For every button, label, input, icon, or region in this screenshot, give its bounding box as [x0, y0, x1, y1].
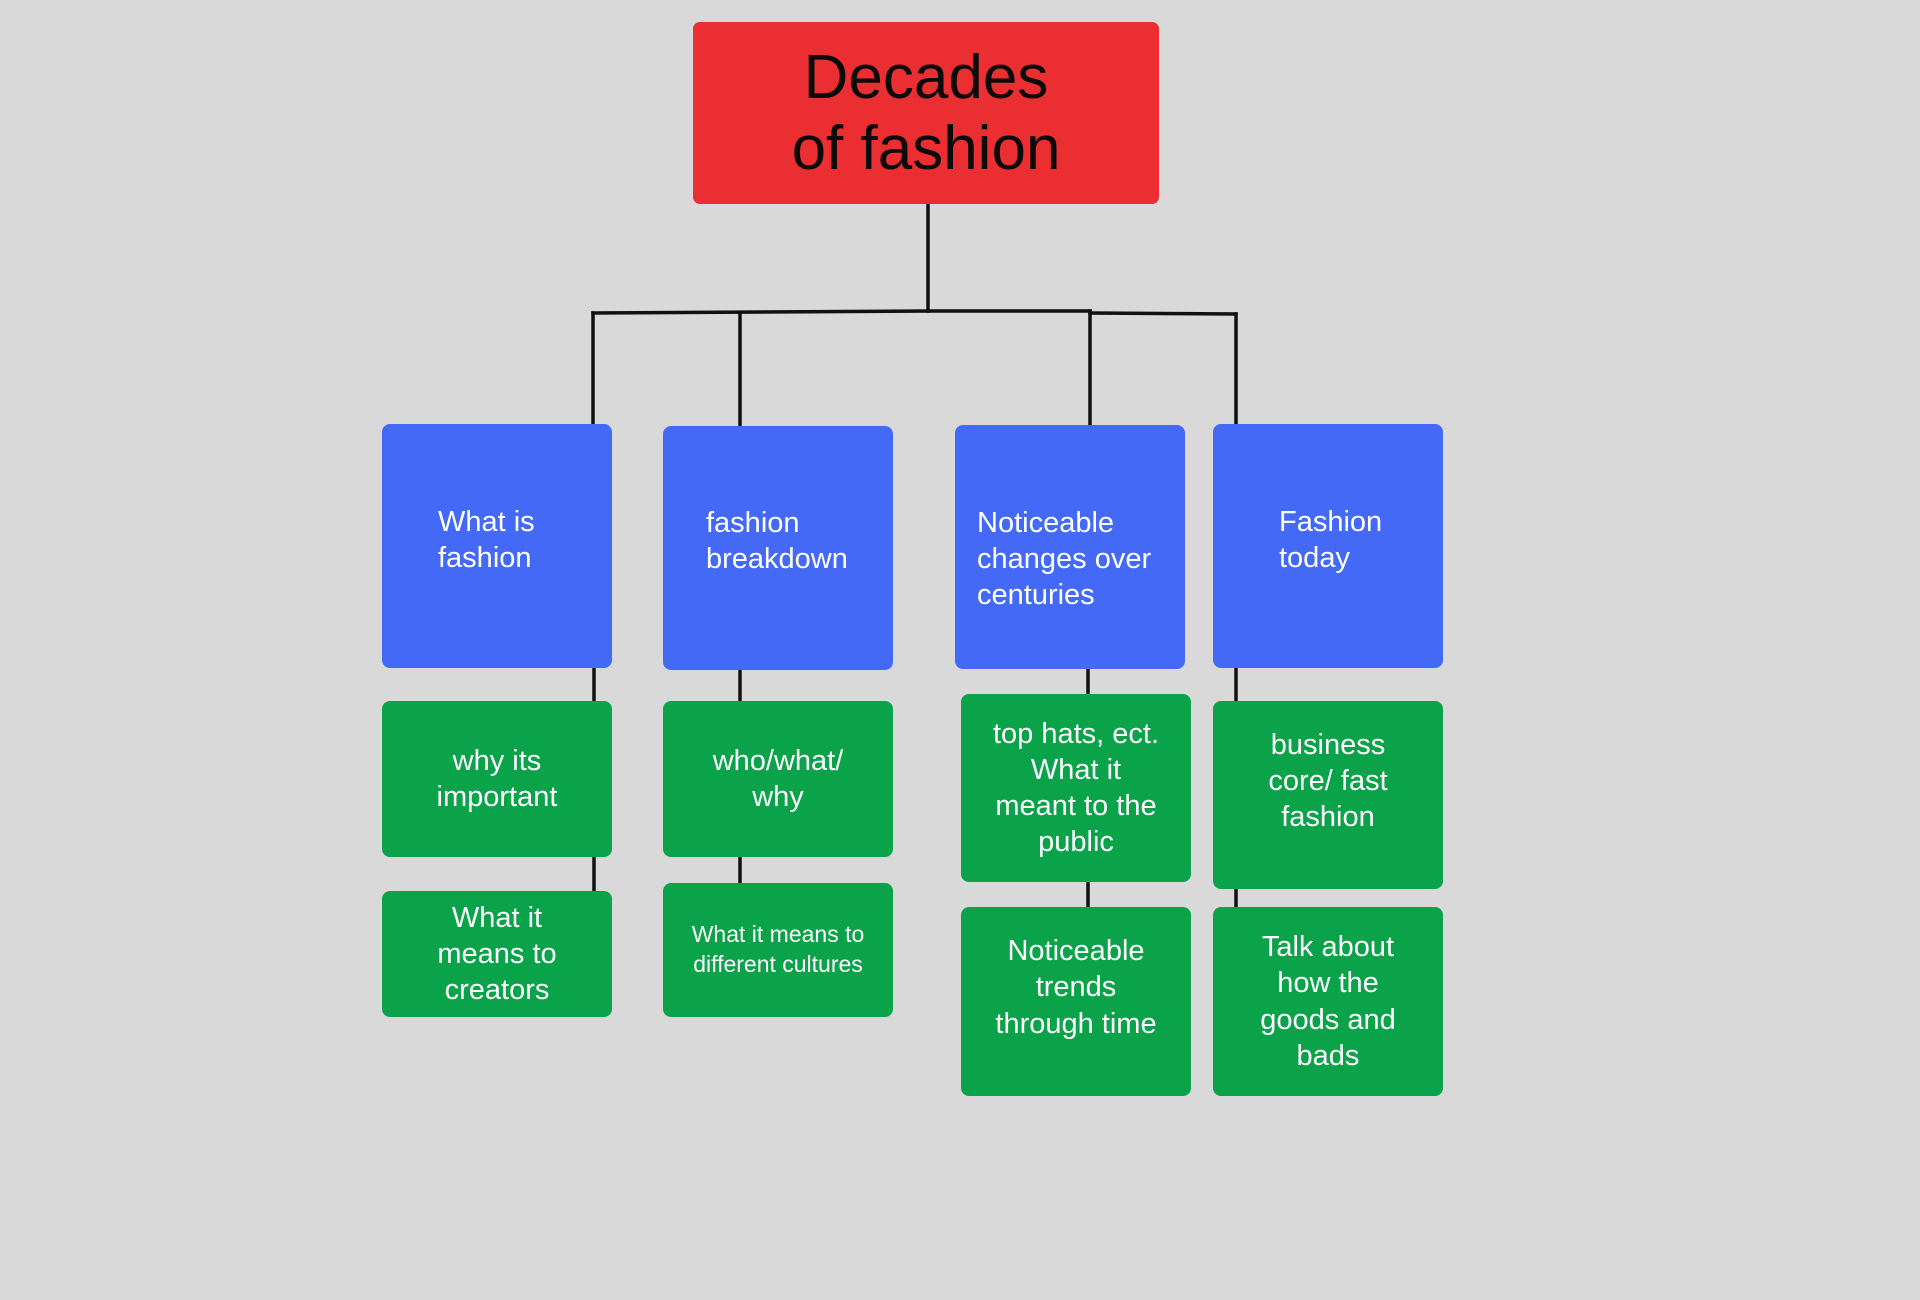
sub-node-why-its-important: why its important — [382, 701, 612, 857]
sub-line: goods and — [1260, 1003, 1396, 1036]
sub-line: how the — [1277, 967, 1379, 1000]
topic-line: fashion — [706, 506, 800, 539]
topic-node-fashion-breakdown: fashion breakdown — [663, 426, 893, 670]
sub-line: business — [1270, 728, 1386, 761]
sub-line: public — [1038, 826, 1114, 859]
sub-line: means to — [437, 937, 557, 970]
topic-line: breakdown — [706, 543, 848, 575]
sub-node-noticeable-trends-through-time: Noticeable trends through time — [961, 907, 1191, 1096]
sub-node-top-hats-what-it-meant-to-the-public: top hats, ect. What it meant to the publ… — [961, 694, 1191, 882]
sub-line: core/ fast — [1268, 764, 1388, 797]
topic-node-what-is-fashion: What is fashion — [382, 424, 612, 668]
sub-line: creators — [444, 974, 550, 1007]
sub-line: What it means to — [691, 921, 865, 948]
root-line-1: Decades — [803, 42, 1049, 112]
topic-node-noticeable-changes-over-centuries: Noticeable changes over centuries — [955, 425, 1185, 669]
topic-node-fashion-today: Fashion today — [1213, 424, 1443, 668]
sub-line: Talk about — [1261, 931, 1395, 963]
sub-line: why — [752, 781, 804, 813]
sub-line: Noticeable — [1007, 935, 1145, 968]
sub-node-what-it-means-to-creators: What it means to creators — [382, 891, 612, 1017]
sub-node-who-what-why: who/what/ why — [663, 701, 893, 857]
root-line-2: of fashion — [791, 114, 1061, 183]
sub-line: why its — [452, 744, 542, 777]
sub-line: meant to the — [995, 790, 1157, 822]
sub-node-business-core-fast-fashion: business core/ fast fashion — [1213, 701, 1443, 889]
sub-line: What it — [1030, 753, 1122, 786]
connector-bus-left — [591, 309, 930, 315]
topic-line: What is — [438, 505, 535, 538]
topic-line: centuries — [977, 579, 1095, 612]
sub-line: important — [436, 781, 558, 813]
topic-line: fashion — [438, 542, 532, 574]
topic-line: today — [1279, 542, 1350, 574]
root-node: Decades of fashion — [693, 22, 1159, 204]
sub-line: through time — [995, 1007, 1157, 1040]
sub-line: trends — [1035, 971, 1117, 1004]
topic-line: changes over — [977, 542, 1152, 575]
sub-line: bads — [1296, 1039, 1360, 1072]
topic-line: Noticeable — [977, 506, 1115, 539]
topic-line: Fashion — [1279, 505, 1383, 538]
sub-line: who/what/ — [712, 744, 844, 777]
sub-line: fashion — [1281, 801, 1375, 834]
sub-line: top hats, ect. — [992, 717, 1160, 750]
sub-line: What it — [451, 901, 543, 934]
connector-bus-right — [1088, 311, 1238, 316]
sub-node-what-it-means-to-different-cultures: What it means to different cultures — [663, 883, 893, 1017]
sub-node-talk-about-goods-and-bads: Talk about how the goods and bads — [1213, 907, 1443, 1096]
sub-line: different cultures — [693, 951, 863, 977]
